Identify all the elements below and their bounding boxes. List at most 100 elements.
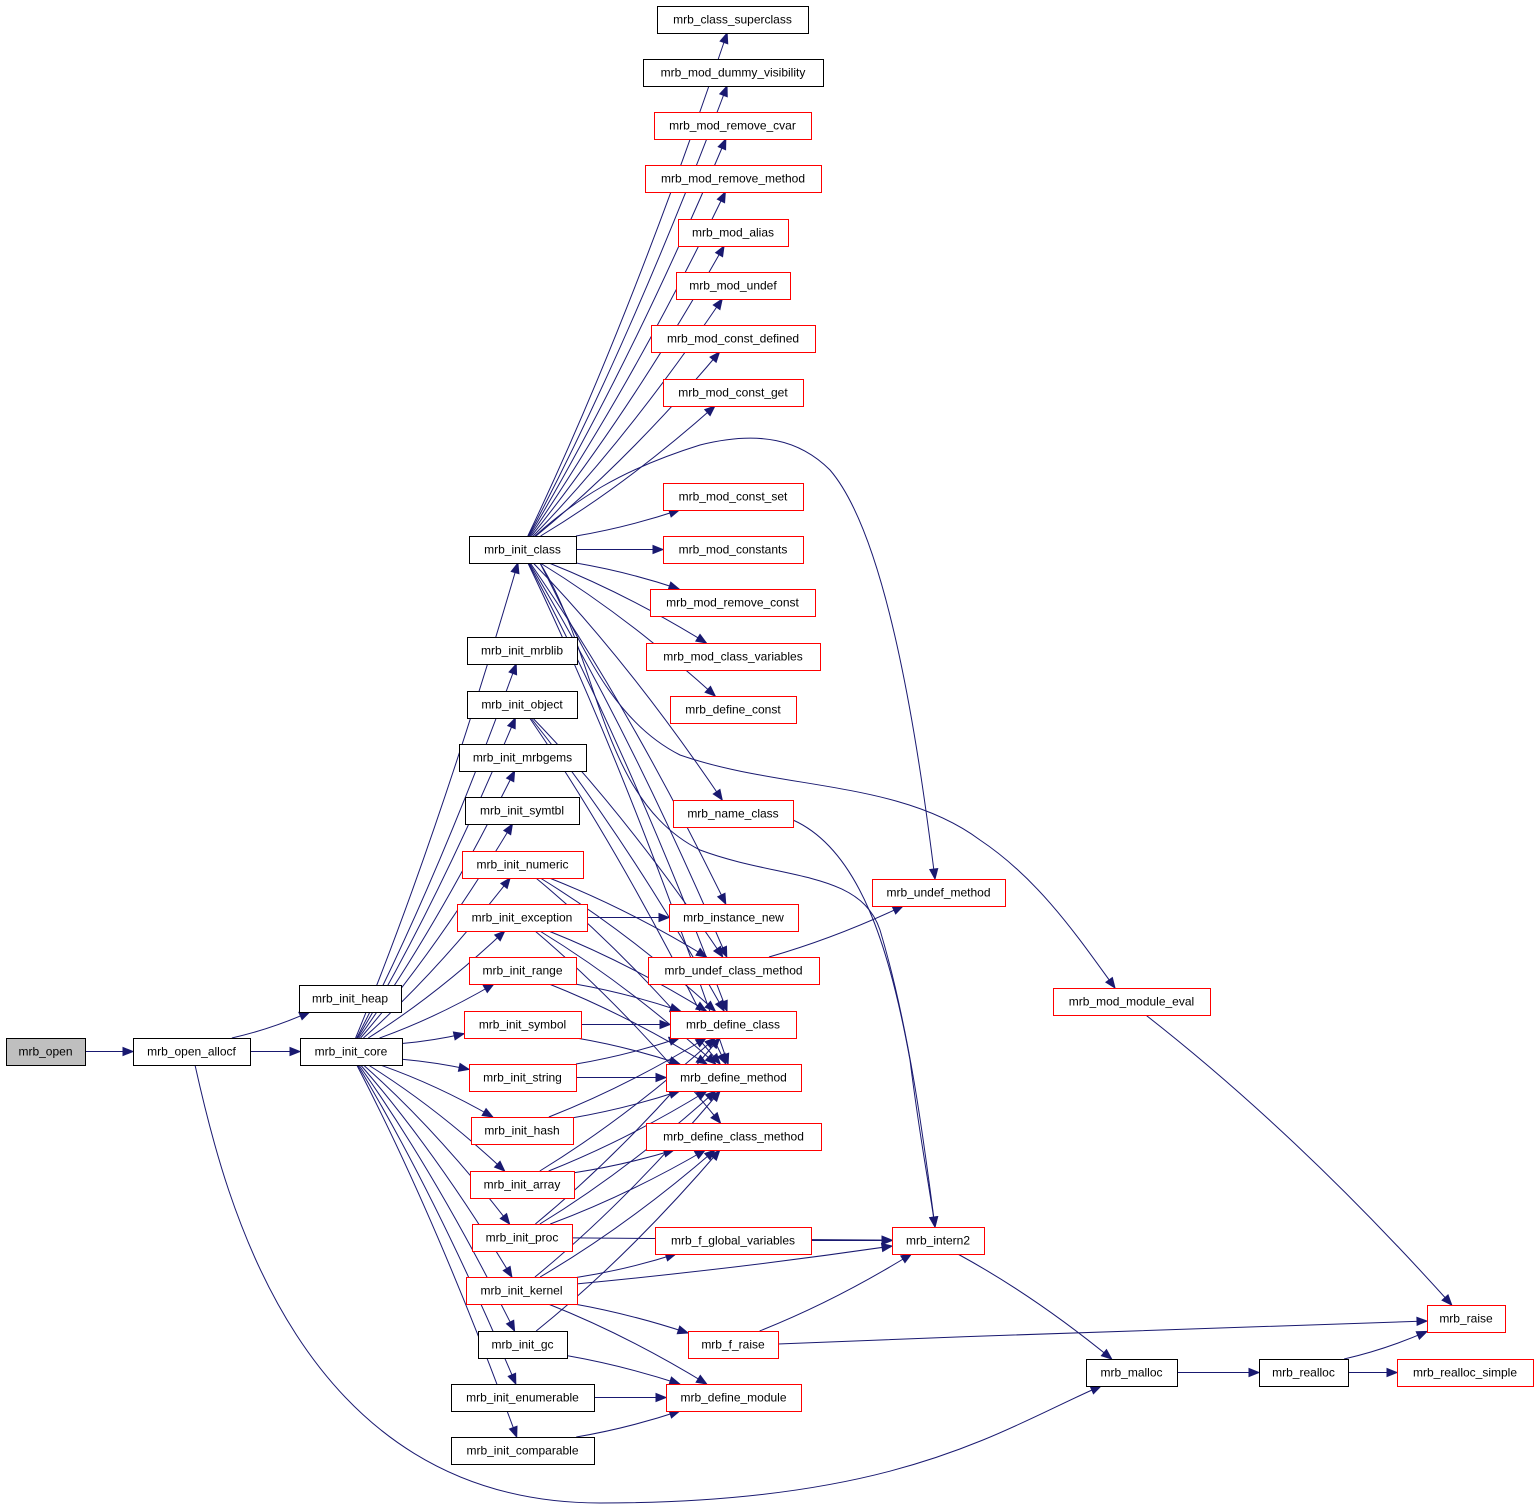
node-mrb_mod_const_get[interactable]: mrb_mod_const_get xyxy=(663,379,804,407)
node-box[interactable] xyxy=(678,219,789,247)
node-box[interactable] xyxy=(459,744,587,772)
node-mrb_init_comparable[interactable]: mrb_init_comparable xyxy=(451,1437,595,1465)
node-box[interactable] xyxy=(646,643,821,671)
node-box[interactable] xyxy=(451,1384,595,1412)
node-mrb_init_string[interactable]: mrb_init_string xyxy=(469,1064,577,1092)
node-box[interactable] xyxy=(300,1038,403,1066)
node-box[interactable] xyxy=(462,851,584,879)
node-mrb_mod_module_eval[interactable]: mrb_mod_module_eval xyxy=(1053,988,1211,1016)
node-box[interactable] xyxy=(472,1224,573,1252)
node-mrb_init_heap[interactable]: mrb_init_heap xyxy=(299,985,402,1013)
node-mrb_init_proc[interactable]: mrb_init_proc xyxy=(472,1224,573,1252)
node-box[interactable] xyxy=(465,797,580,825)
node-box[interactable] xyxy=(645,165,822,193)
node-mrb_define_module[interactable]: mrb_define_module xyxy=(666,1384,802,1412)
node-box[interactable] xyxy=(1397,1359,1534,1387)
node-mrb_undef_class_method[interactable]: mrb_undef_class_method xyxy=(648,957,820,985)
node-box[interactable] xyxy=(651,325,816,353)
node-mrb_init_mrbgems[interactable]: mrb_init_mrbgems xyxy=(459,744,587,772)
node-mrb_mod_remove_method[interactable]: mrb_mod_remove_method xyxy=(645,165,822,193)
node-mrb_mod_alias[interactable]: mrb_mod_alias xyxy=(678,219,789,247)
node-box[interactable] xyxy=(872,879,1006,907)
node-box[interactable] xyxy=(1259,1359,1349,1387)
node-box[interactable] xyxy=(654,112,812,140)
node-box[interactable] xyxy=(6,1038,86,1066)
node-mrb_mod_remove_const[interactable]: mrb_mod_remove_const xyxy=(650,589,816,617)
node-box[interactable] xyxy=(467,637,578,665)
node-mrb_mod_const_set[interactable]: mrb_mod_const_set xyxy=(663,483,804,511)
node-box[interactable] xyxy=(657,6,809,34)
node-mrb_define_const[interactable]: mrb_define_const xyxy=(670,696,797,724)
node-box[interactable] xyxy=(666,1064,802,1092)
node-mrb_init_range[interactable]: mrb_init_range xyxy=(469,957,577,985)
node-mrb_define_method[interactable]: mrb_define_method xyxy=(666,1064,802,1092)
node-mrb_init_hash[interactable]: mrb_init_hash xyxy=(471,1117,574,1145)
node-box[interactable] xyxy=(655,1227,812,1255)
node-mrb_init_core[interactable]: mrb_init_core xyxy=(300,1038,403,1066)
node-box[interactable] xyxy=(673,800,794,828)
node-mrb_init_array[interactable]: mrb_init_array xyxy=(470,1171,575,1199)
node-mrb_open[interactable]: mrb_open xyxy=(6,1038,86,1066)
node-box[interactable] xyxy=(643,59,824,87)
node-box[interactable] xyxy=(1427,1305,1506,1333)
node-box[interactable] xyxy=(663,536,804,564)
node-box[interactable] xyxy=(470,1171,575,1199)
node-box[interactable] xyxy=(457,904,588,932)
node-box[interactable] xyxy=(666,1384,802,1412)
node-mrb_raise[interactable]: mrb_raise xyxy=(1427,1305,1506,1333)
node-mrb_init_exception[interactable]: mrb_init_exception xyxy=(457,904,588,932)
node-box[interactable] xyxy=(469,1064,577,1092)
node-mrb_init_numeric[interactable]: mrb_init_numeric xyxy=(462,851,584,879)
node-box[interactable] xyxy=(469,536,577,564)
node-mrb_mod_undef[interactable]: mrb_mod_undef xyxy=(676,272,791,300)
node-box[interactable] xyxy=(464,1011,582,1039)
node-mrb_mod_dummy_visibility[interactable]: mrb_mod_dummy_visibility xyxy=(643,59,824,87)
node-mrb_init_object[interactable]: mrb_init_object xyxy=(467,691,578,719)
node-mrb_init_enumerable[interactable]: mrb_init_enumerable xyxy=(451,1384,595,1412)
node-box[interactable] xyxy=(676,272,791,300)
node-mrb_realloc_simple[interactable]: mrb_realloc_simple xyxy=(1397,1359,1534,1387)
node-box[interactable] xyxy=(466,1277,578,1305)
node-box[interactable] xyxy=(648,957,820,985)
node-box[interactable] xyxy=(650,589,816,617)
node-mrb_init_mrblib[interactable]: mrb_init_mrblib xyxy=(467,637,578,665)
node-mrb_intern2[interactable]: mrb_intern2 xyxy=(892,1227,985,1255)
node-mrb_undef_method[interactable]: mrb_undef_method xyxy=(872,879,1006,907)
node-mrb_init_class[interactable]: mrb_init_class xyxy=(469,536,577,564)
node-box[interactable] xyxy=(451,1437,595,1465)
node-box[interactable] xyxy=(133,1038,251,1066)
node-box[interactable] xyxy=(670,696,797,724)
node-mrb_open_allocf[interactable]: mrb_open_allocf xyxy=(133,1038,251,1066)
node-mrb_malloc[interactable]: mrb_malloc xyxy=(1086,1359,1178,1387)
node-box[interactable] xyxy=(469,957,577,985)
node-mrb_define_class[interactable]: mrb_define_class xyxy=(670,1011,797,1039)
node-mrb_f_raise[interactable]: mrb_f_raise xyxy=(688,1331,779,1359)
node-mrb_instance_new[interactable]: mrb_instance_new xyxy=(669,904,799,932)
node-box[interactable] xyxy=(467,691,578,719)
node-mrb_define_class_method[interactable]: mrb_define_class_method xyxy=(646,1123,822,1151)
node-mrb_mod_class_variables[interactable]: mrb_mod_class_variables xyxy=(646,643,821,671)
node-box[interactable] xyxy=(663,379,804,407)
node-mrb_init_kernel[interactable]: mrb_init_kernel xyxy=(466,1277,578,1305)
node-box[interactable] xyxy=(478,1331,568,1359)
node-mrb_mod_constants[interactable]: mrb_mod_constants xyxy=(663,536,804,564)
node-box[interactable] xyxy=(892,1227,985,1255)
node-mrb_f_global_variables[interactable]: mrb_f_global_variables xyxy=(655,1227,812,1255)
node-mrb_class_superclass[interactable]: mrb_class_superclass xyxy=(657,6,809,34)
node-mrb_init_symtbl[interactable]: mrb_init_symtbl xyxy=(465,797,580,825)
node-mrb_mod_const_defined[interactable]: mrb_mod_const_defined xyxy=(651,325,816,353)
node-box[interactable] xyxy=(299,985,402,1013)
node-box[interactable] xyxy=(646,1123,822,1151)
node-box[interactable] xyxy=(670,1011,797,1039)
node-mrb_realloc[interactable]: mrb_realloc xyxy=(1259,1359,1349,1387)
node-mrb_name_class[interactable]: mrb_name_class xyxy=(673,800,794,828)
node-box[interactable] xyxy=(669,904,799,932)
node-box[interactable] xyxy=(663,483,804,511)
node-box[interactable] xyxy=(1086,1359,1178,1387)
node-box[interactable] xyxy=(1053,988,1211,1016)
node-mrb_init_gc[interactable]: mrb_init_gc xyxy=(478,1331,568,1359)
node-box[interactable] xyxy=(471,1117,574,1145)
node-mrb_mod_remove_cvar[interactable]: mrb_mod_remove_cvar xyxy=(654,112,812,140)
node-box[interactable] xyxy=(688,1331,779,1359)
node-mrb_init_symbol[interactable]: mrb_init_symbol xyxy=(464,1011,582,1039)
